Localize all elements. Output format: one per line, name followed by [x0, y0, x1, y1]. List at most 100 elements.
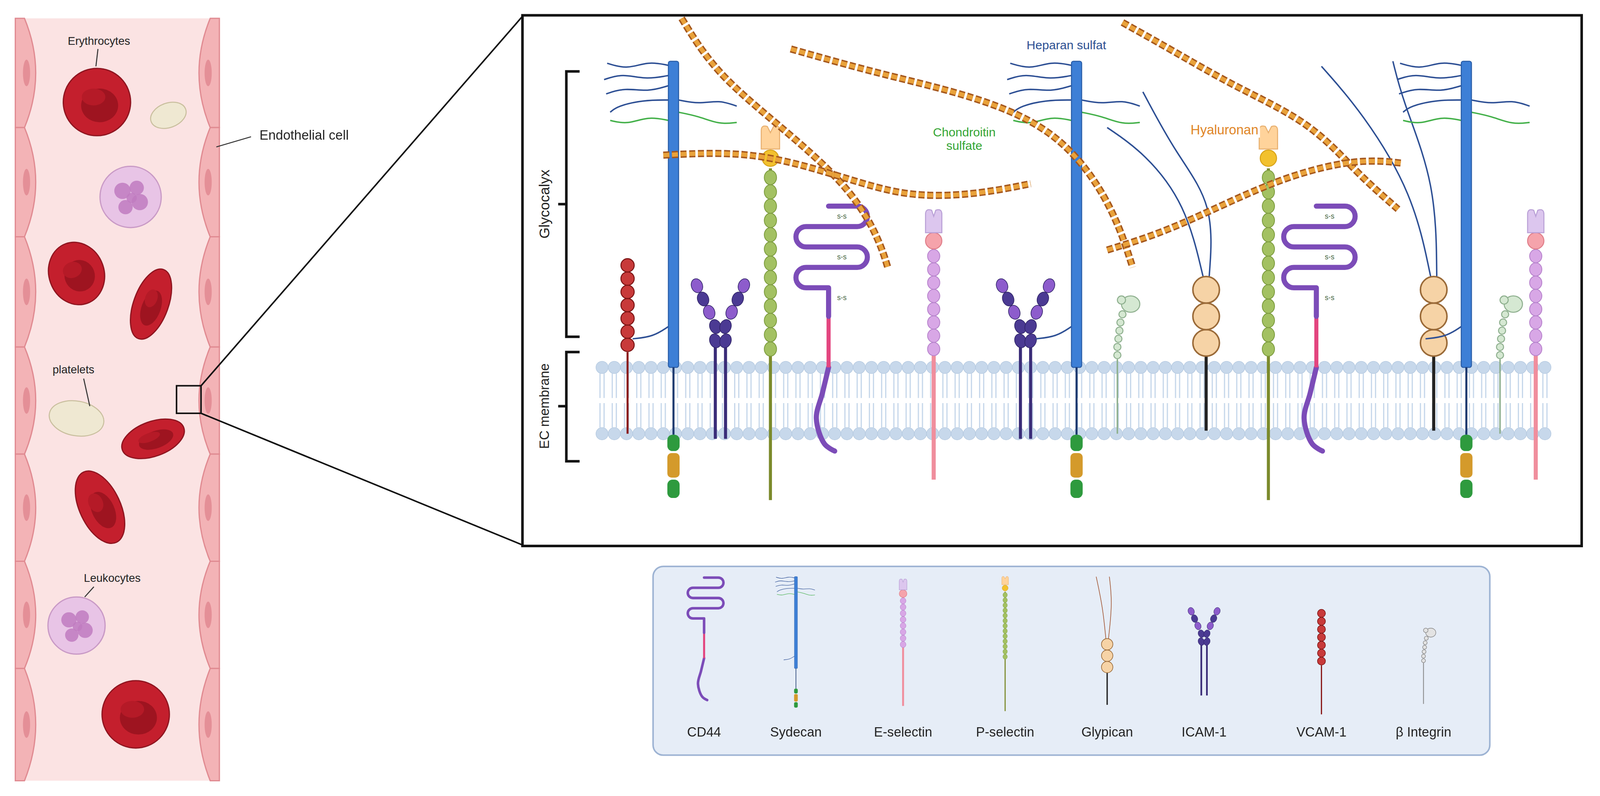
vcam-stem	[626, 351, 629, 434]
lipid-head	[950, 427, 964, 440]
integrin-domain	[1501, 310, 1509, 318]
chondroitin-sulfate-chain	[1013, 118, 1072, 123]
lipid-tail	[1505, 402, 1507, 428]
lipid-bilayer	[595, 360, 1551, 440]
lipid-head	[840, 427, 853, 440]
heparan-sulfate-chain	[606, 85, 669, 94]
lipid-tail	[1517, 373, 1520, 398]
pselectin-domain	[1003, 643, 1008, 649]
lipid-head	[877, 427, 890, 440]
erythrocyte-rim	[65, 463, 135, 551]
lipid-tail	[1370, 402, 1373, 428]
lipid-head	[1514, 360, 1527, 374]
heparan-sulfate-chain	[1143, 91, 1211, 277]
eselectin-domain	[900, 640, 906, 647]
lipid-tail	[640, 373, 642, 398]
lipid-head	[657, 427, 670, 440]
lipid-tail	[966, 402, 969, 428]
vcam-domain	[1317, 648, 1326, 657]
lipid-tail	[1419, 402, 1421, 428]
lipid-tail	[623, 402, 626, 428]
lipid-head	[1440, 427, 1454, 440]
lipid-tail	[1113, 402, 1115, 428]
lipid-head	[1477, 427, 1490, 440]
lipid-tail	[738, 373, 740, 398]
erythrocyte	[122, 263, 180, 345]
endothelial-cell	[198, 668, 220, 781]
membrane-molecule	[604, 61, 737, 498]
legend-icon	[899, 578, 908, 706]
lipid-tail	[909, 373, 911, 398]
syndecan-stem	[1465, 367, 1468, 435]
eselectin-domain	[927, 342, 940, 356]
syndecan-domain	[667, 434, 680, 451]
hyaluronan-chain	[1107, 161, 1404, 250]
lipid-tail	[1166, 402, 1168, 428]
endothelial-cell	[198, 18, 220, 128]
lipid-tail	[1481, 373, 1483, 398]
cd44-stem	[1314, 316, 1319, 368]
bracket-label: EC membrane	[537, 362, 553, 450]
lipid-tail	[1530, 373, 1532, 398]
heparan-sulfate-chain	[632, 326, 669, 339]
cell-nucleus	[22, 386, 31, 414]
cell-nucleus	[204, 386, 213, 414]
lipid-tail	[991, 373, 993, 398]
lipid-tail	[836, 402, 838, 428]
lipid-tail	[1240, 402, 1242, 428]
lipid-tail	[979, 402, 981, 428]
lipid-tail	[954, 373, 956, 398]
lipid-tail	[1456, 373, 1458, 398]
membrane-molecule	[1527, 209, 1544, 480]
lipid-tail	[807, 402, 809, 428]
vcam-domain	[620, 311, 635, 326]
lipid-tail	[611, 402, 613, 428]
molecule-label: Heparan sulfat	[1025, 39, 1108, 53]
lipid-tail	[983, 373, 985, 398]
lipid-tail	[599, 373, 601, 398]
eselectin-lectin	[899, 578, 908, 590]
lipid-tail	[746, 402, 748, 428]
icam-domain	[717, 332, 734, 350]
pselectin-domain	[1262, 270, 1275, 285]
erythrocyte-center	[84, 487, 122, 533]
lipid-tail	[1411, 402, 1413, 428]
pselectin-domain	[764, 327, 777, 342]
lipid-tail	[709, 373, 711, 398]
pselectin-domain	[764, 184, 777, 199]
cd44-stem	[826, 316, 831, 368]
lipid-tail	[1191, 373, 1193, 398]
lipid-tail	[1407, 402, 1409, 428]
hyaluronan-bead	[790, 48, 1133, 267]
lipid-head	[1269, 360, 1282, 374]
vcam-domain	[1317, 640, 1326, 650]
syndecan-core	[1071, 61, 1082, 368]
leukocyte-nucleus	[75, 609, 90, 624]
lipid-head	[1281, 360, 1294, 374]
chondroitin-sulfate-chain	[1081, 112, 1140, 124]
legend-label: β Integrin	[1395, 725, 1452, 740]
endothelial-cell	[15, 18, 36, 128]
lipid-tail	[1240, 373, 1242, 398]
lipid-tail	[1509, 402, 1511, 428]
lipid-tail	[905, 402, 907, 428]
legend-label: E-selectin	[874, 725, 933, 740]
legend-icon	[1186, 606, 1222, 696]
lipid-tail	[930, 373, 932, 398]
lipid-tail	[1346, 373, 1348, 398]
eselectin-domain	[900, 622, 906, 629]
heparan-sulfate-chain	[1107, 127, 1204, 277]
eselectin-domain	[1529, 328, 1542, 343]
lipid-tail	[786, 402, 789, 428]
lipid-tail	[758, 402, 760, 428]
heparan-sulfate-chain	[1321, 66, 1431, 277]
lipid-tail	[1199, 373, 1201, 398]
lipid-tail	[1174, 373, 1176, 398]
eselectin-domain	[927, 262, 940, 276]
endothelial-cell	[15, 127, 36, 237]
lipid-head	[1379, 360, 1392, 374]
lipid-tail	[782, 402, 785, 428]
lipid-tail	[664, 373, 667, 398]
lipid-head	[1501, 360, 1515, 374]
